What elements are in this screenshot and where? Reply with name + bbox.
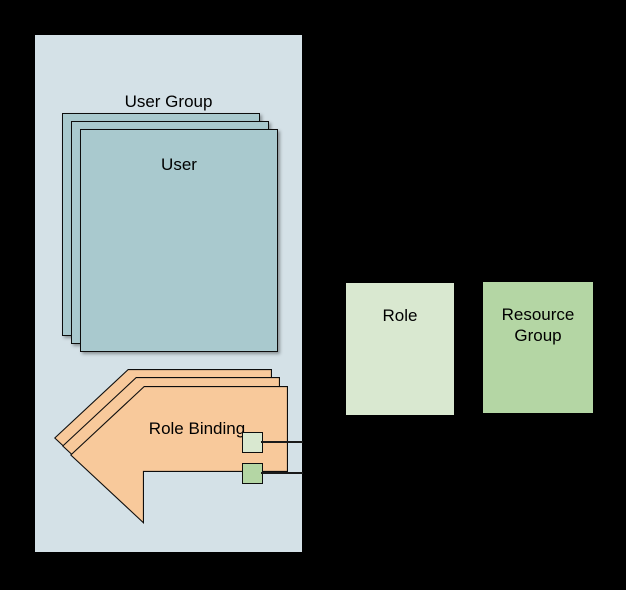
resource-group-port-square[interactable] [242,463,263,484]
role-port-square[interactable] [242,432,263,453]
role-binding-label: Role Binding [148,419,246,438]
resource-group-box[interactable]: Resource Group [483,282,593,413]
role-binding-stack[interactable]: Role Binding [54,369,288,525]
role-box[interactable]: Role [346,283,454,415]
role-connector-line [261,441,303,444]
role-binding-outline-front [70,386,288,524]
resource-group-connector-line [261,472,303,475]
user-card-stack[interactable]: User [62,113,278,352]
user-card-front[interactable] [80,129,278,352]
user-group-label: User Group [124,92,213,111]
user-label: User [161,155,197,174]
